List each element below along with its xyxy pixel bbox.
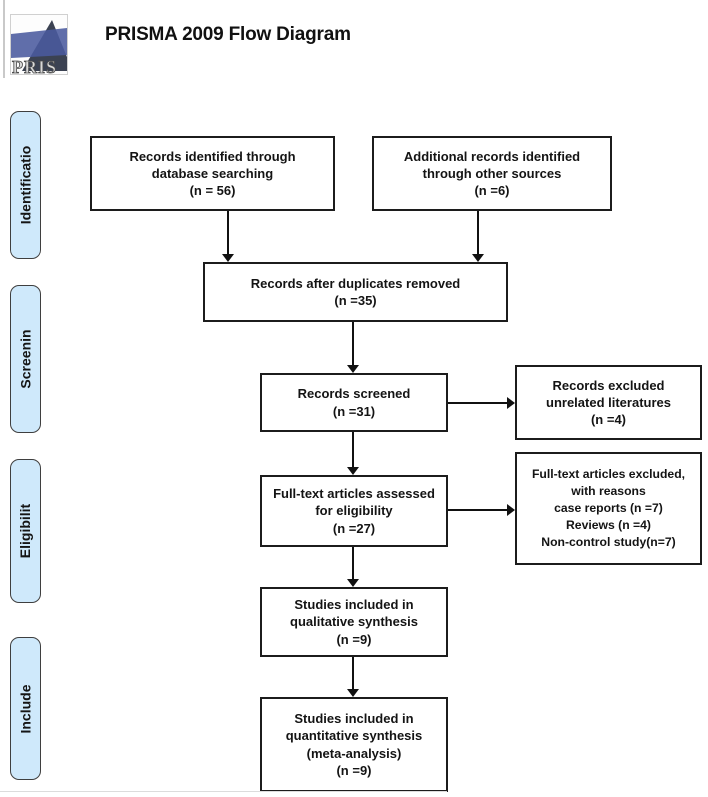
box-quantitative-synthesis: Studies included in quantitative synthes… — [260, 697, 448, 792]
box-records-excluded: Records excluded unrelated literatures (… — [515, 365, 702, 440]
page-title: PRISMA 2009 Flow Diagram — [105, 24, 351, 45]
logo-blue-band-shape — [11, 28, 67, 58]
box-fulltext-assessed: Full-text articles assessed for eligibil… — [260, 475, 448, 547]
arrow-shaft — [448, 402, 508, 404]
box-fulltext-excluded: Full-text articles excluded, with reason… — [515, 452, 702, 565]
phase-label-included-text: Include — [17, 683, 34, 734]
arrow-shaft — [352, 322, 354, 366]
box-records-screened: Records screened (n =31) — [260, 373, 448, 432]
arrow-shaft — [477, 211, 479, 255]
arrow-head-down-icon — [347, 579, 359, 587]
arrow-shaft — [227, 211, 229, 255]
box-additional-records-other-sources: Additional records identified through ot… — [372, 136, 612, 211]
arrow-head-down-icon — [222, 254, 234, 262]
phase-label-identification: Identificatio — [10, 111, 41, 259]
arrow-head-down-icon — [347, 467, 359, 475]
arrow-shaft — [448, 509, 508, 511]
arrow-head-right-icon — [507, 397, 515, 409]
arrow-shaft — [352, 657, 354, 690]
prisma-logo-graphic: PRIS — [11, 20, 67, 74]
logo-text: PRIS — [12, 57, 57, 74]
arrow-head-down-icon — [472, 254, 484, 262]
arrow-head-right-icon — [507, 504, 515, 516]
box-records-after-duplicates: Records after duplicates removed (n =35) — [203, 262, 508, 322]
phase-label-included: Include — [10, 637, 41, 780]
phase-label-eligibility: Eligibilit — [10, 459, 41, 603]
left-edge-line — [3, 0, 5, 78]
box-records-identified-database: Records identified through database sear… — [90, 136, 335, 211]
arrow-shaft — [352, 432, 354, 468]
arrow-shaft — [352, 547, 354, 580]
box-qualitative-synthesis: Studies included in qualitative synthesi… — [260, 587, 448, 657]
phase-label-screening: Screenin — [10, 285, 41, 433]
bottom-edge-line — [0, 791, 447, 792]
phase-label-screening-text: Screenin — [17, 329, 34, 389]
prisma-logo: PRIS — [10, 14, 68, 75]
phase-label-identification-text: Identificatio — [17, 145, 34, 225]
phase-label-eligibility-text: Eligibilit — [17, 503, 34, 559]
arrow-head-down-icon — [347, 689, 359, 697]
arrow-head-down-icon — [347, 365, 359, 373]
